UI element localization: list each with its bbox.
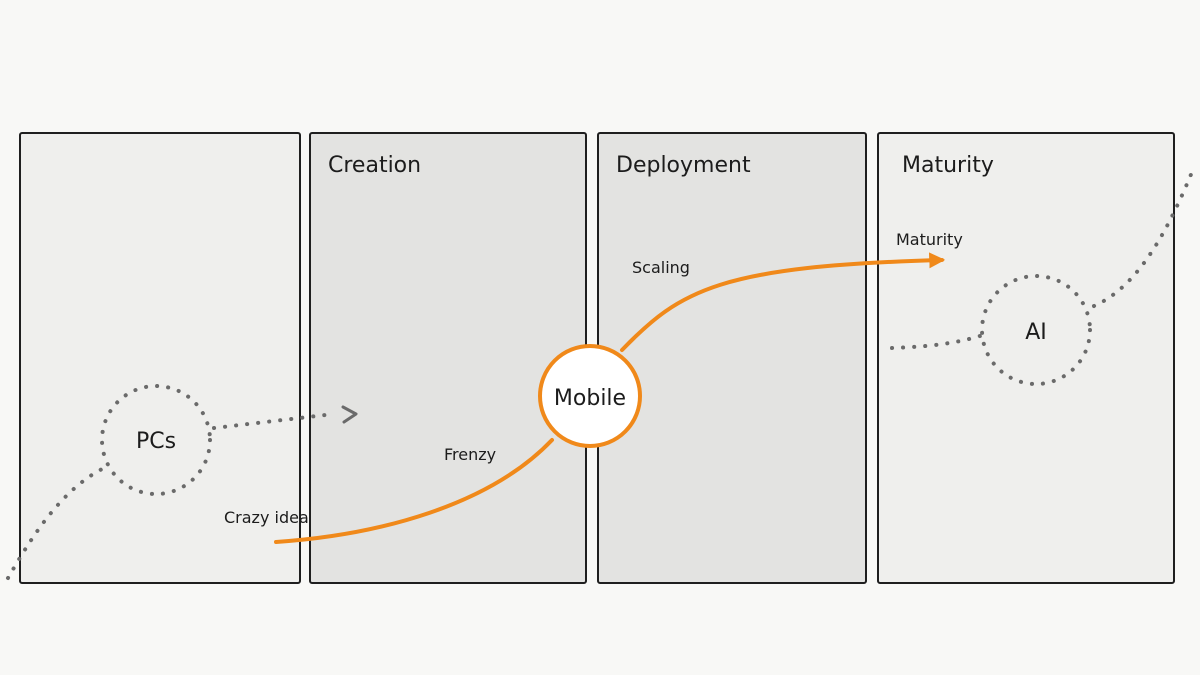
pcs-dotted-arrow-line <box>212 412 336 430</box>
ai-dotted-line-in <box>890 334 982 350</box>
label-frenzy: Frenzy <box>444 445 496 464</box>
pcs-node-label: PCs <box>136 429 176 454</box>
label-maturity: Maturity <box>896 230 963 249</box>
adoption-curve-lower <box>274 438 554 544</box>
pcs-node-circle <box>100 384 212 496</box>
panel-creation <box>309 132 587 584</box>
panel-maturity <box>877 132 1175 584</box>
mobile-node-circle <box>538 344 642 448</box>
ai-node-label: AI <box>1025 320 1047 345</box>
ai-dotted-line-out <box>1092 170 1194 308</box>
panel-0 <box>19 132 301 584</box>
panel-deployment <box>597 132 867 584</box>
adoption-curve-upper <box>620 252 946 352</box>
pcs-arrow-head <box>341 405 358 424</box>
label-crazy-idea: Crazy idea <box>224 508 309 527</box>
panel-header-maturity: Maturity <box>902 153 994 178</box>
label-scaling: Scaling <box>632 258 690 277</box>
ai-node-circle <box>980 274 1092 386</box>
panel-header-creation: Creation <box>328 153 421 178</box>
panel-header-deployment: Deployment <box>616 153 751 178</box>
mobile-node-label: Mobile <box>554 386 626 411</box>
